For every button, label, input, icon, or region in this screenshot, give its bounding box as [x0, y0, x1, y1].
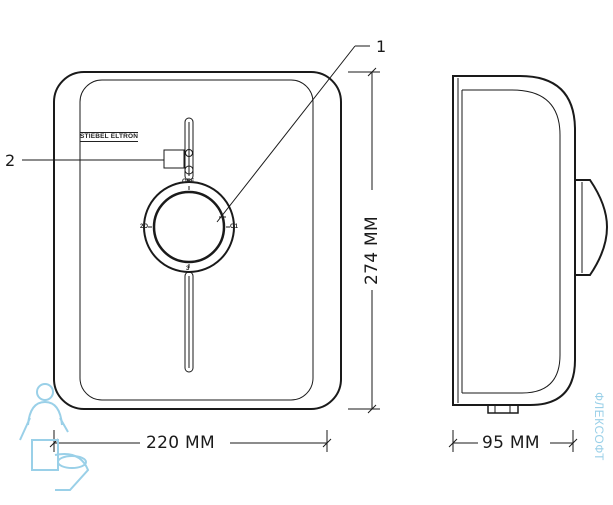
callout-1-label: 1 [376, 37, 387, 56]
callout-1-leader [216, 45, 370, 223]
height-dimension [348, 67, 380, 414]
width-dimension-label: 220 MM [146, 433, 215, 453]
front-inner-panel [79, 79, 314, 401]
side-body-outline [452, 75, 576, 406]
side-view [452, 75, 609, 414]
front-outer-body [53, 71, 342, 410]
depth-dimension [448, 430, 578, 452]
dial-label-bottom: 3 [186, 266, 190, 272]
brand-label: STIEBEL ELTRON [80, 132, 139, 142]
plumber-mascot-icon [19, 383, 90, 491]
dial-label-right: O1 [230, 224, 239, 230]
selector-dial-ring [143, 181, 235, 273]
side-bottom-connector [487, 404, 519, 414]
dial-label-left: 2O [140, 224, 149, 230]
callout-2-label: 2 [5, 151, 16, 170]
selector-dial-knob [152, 190, 226, 264]
indicator-ring [184, 165, 194, 175]
indicator-light [185, 149, 193, 157]
callout-2-leader [22, 149, 185, 169]
side-body-inner [462, 89, 561, 394]
depth-dimension-label: 95 MM [482, 433, 540, 453]
indicator-slot-top [184, 117, 194, 181]
height-dimension-label: 274 MM [362, 216, 382, 285]
front-view [53, 71, 342, 410]
watermark-text: ФЛЕКСОФТ [592, 392, 606, 461]
dial-label-off: OFF [182, 179, 194, 185]
side-knob [575, 179, 609, 276]
